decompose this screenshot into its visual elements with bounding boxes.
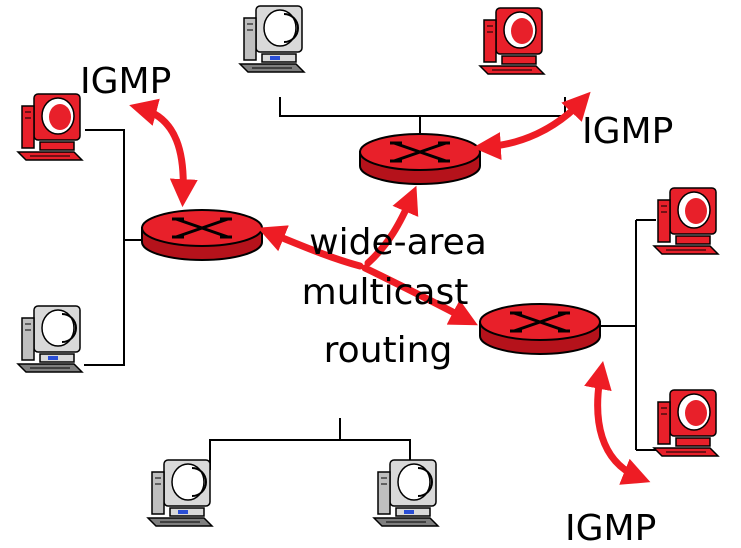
computer-right-lower: [653, 389, 719, 457]
network-links: [84, 97, 656, 470]
link-right-lan: [591, 219, 656, 451]
multicast-arrows: [129, 91, 651, 485]
computer-bottom-left: [147, 459, 213, 527]
wan-arrow-right: [361, 264, 478, 326]
center-label-line1: wide-area: [309, 222, 487, 263]
wan-arrow-left: [257, 225, 364, 270]
igmp-arrow-top: [472, 91, 591, 161]
computer-right-upper: [653, 187, 719, 255]
computer-left-upper: [17, 93, 83, 161]
igmp-label-bottom-right: IGMP: [565, 508, 656, 548]
computer-left-lower: [17, 305, 83, 373]
igmp-label-top-right: IGMP: [582, 111, 673, 152]
igmp-arrow-left: [129, 98, 198, 208]
link-bottom-lan: [209, 418, 411, 470]
center-label-line2: multicast: [302, 272, 469, 313]
router-left: [140, 208, 264, 262]
router-right: [478, 302, 602, 356]
link-left-lan: [84, 129, 146, 366]
center-label-line3: routing: [324, 330, 453, 371]
computer-top-right: [479, 7, 545, 75]
wan-arrow-top: [364, 185, 419, 267]
igmp-arrow-right: [584, 360, 651, 485]
computer-top-left: [239, 5, 305, 73]
igmp-label-top-left: IGMP: [80, 61, 171, 102]
router-top: [358, 132, 482, 186]
computer-bottom-right: [373, 459, 439, 527]
link-top-lan: [279, 97, 566, 136]
